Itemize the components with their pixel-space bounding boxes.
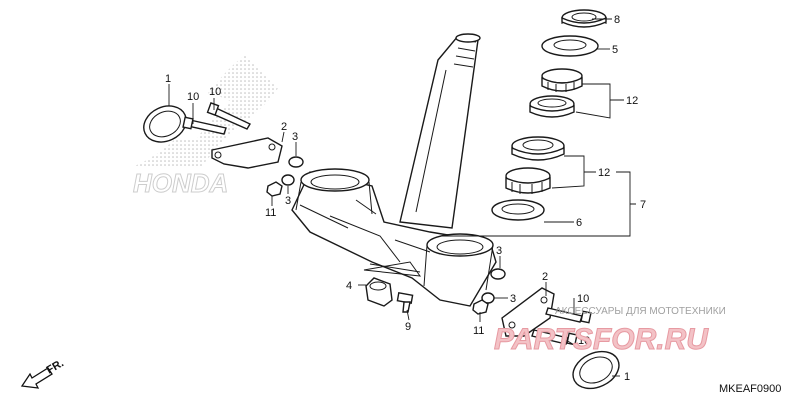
cap-lower [572,350,620,390]
callout-2-lower: 2 [542,271,548,283]
callout-12-a: 12 [626,95,638,107]
cable-clamp [365,277,393,307]
callout-10-a: 10 [187,91,199,103]
clamp-bolt [396,292,414,313]
callout-12-b: 12 [598,167,610,179]
callout-4: 4 [346,280,352,292]
callout-1-upper: 1 [165,73,171,85]
callout-1-lower: 1 [624,371,630,383]
callout-10-d: 10 [578,335,590,347]
direction-label: FR. [45,357,66,376]
nuts [266,181,489,315]
callout-3-d: 3 [510,293,516,305]
callout-8: 8 [614,14,620,26]
site-caption: АКСЕССУАРЫ ДЛЯ МОТОТЕХНИКИ [555,306,726,317]
callout-2-upper: 2 [281,121,287,133]
site-watermark: АКСЕССУАРЫ ДЛЯ МОТОТЕХНИКИ PARTSFOR.RU [494,306,726,357]
bottom-bridge [291,168,497,307]
steering-stem [399,33,481,229]
handlebar-bracket-upper [211,137,283,169]
leader-lines [168,18,636,377]
bolts-lower [531,307,592,346]
site-name: PARTSFOR.RU [494,323,709,356]
honda-wing-watermark: HONDA [130,55,278,199]
callout-6: 6 [576,217,582,229]
bearing-stack [491,9,607,221]
callout-11-upper: 11 [265,207,276,219]
front-direction-arrow: FR. [20,357,66,389]
bolts-upper [182,102,251,135]
cap-upper [143,105,187,143]
washers [281,156,506,304]
callout-10-c: 10 [577,293,589,305]
honda-brand-text: HONDA [133,168,228,198]
callout-5: 5 [612,44,618,56]
callout-3-b: 3 [285,195,291,207]
callout-7: 7 [640,199,646,211]
handlebar-bracket-lower [501,287,555,337]
callout-3-c: 3 [496,245,502,257]
diagram-code: MKEAF0900 [719,383,781,395]
callout-labels: 1 10 10 2 3 3 11 8 5 12 12 7 6 3 2 4 9 3… [165,14,646,383]
callout-9: 9 [405,321,411,333]
callout-11-lower: 11 [473,325,484,337]
callout-10-b: 10 [209,86,221,98]
callout-3-a: 3 [292,131,298,143]
